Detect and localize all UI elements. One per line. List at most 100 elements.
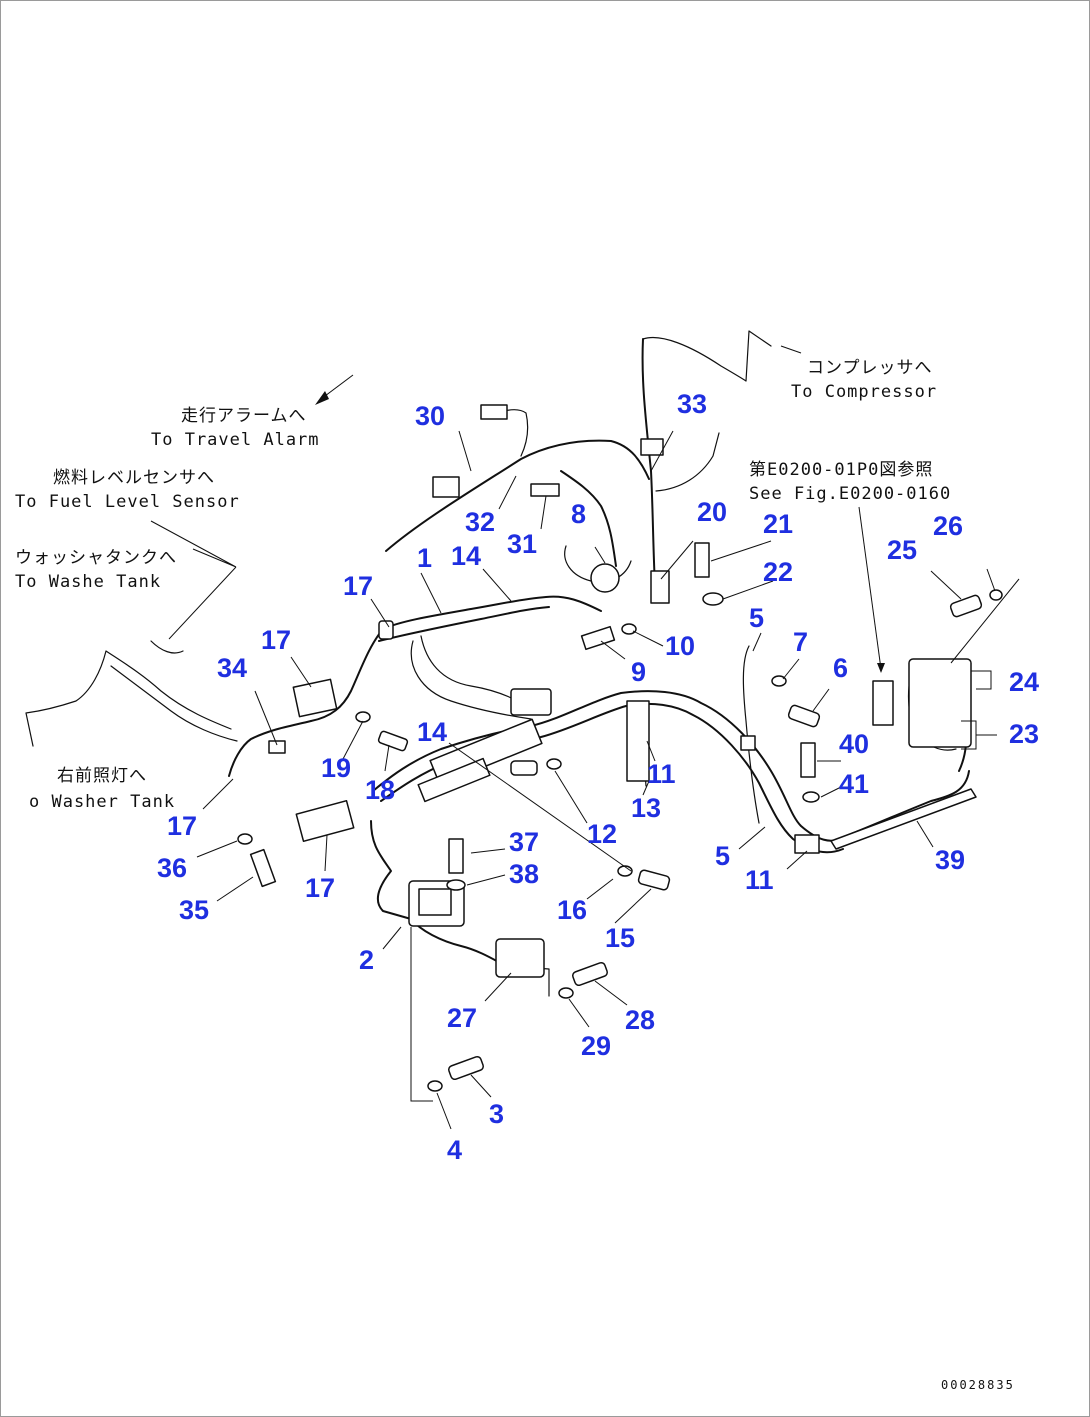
leader-14b — [448, 742, 632, 872]
callout-38: 38 — [509, 859, 539, 889]
washer-38 — [446, 879, 466, 891]
leader-31 — [540, 495, 547, 530]
callout-14b: 14 — [417, 717, 447, 747]
bolt-28 — [572, 961, 608, 987]
note-fuel-level-jp: 燃料レベルセンサへ — [53, 468, 215, 488]
leader-6 — [812, 688, 830, 712]
leader-28 — [594, 980, 628, 1006]
harness-left-long — [25, 650, 232, 747]
bolt-37 — [448, 838, 464, 874]
harness-left-drop — [310, 628, 384, 722]
bolt-15 — [637, 869, 671, 891]
callout-29: 29 — [581, 1031, 611, 1061]
callout-27: 27 — [447, 1003, 477, 1033]
callout-39: 39 — [935, 845, 965, 875]
callout-11b: 11 — [745, 865, 774, 895]
main-harness-upper — [382, 595, 602, 630]
note-compressor-en: To Compressor — [791, 382, 937, 402]
callout-4: 4 — [447, 1135, 462, 1165]
callout-21: 21 — [763, 509, 793, 539]
bolt-12 — [510, 760, 538, 776]
bolt-18 — [377, 730, 409, 752]
clip-40-bracket — [872, 680, 894, 726]
leader-3 — [470, 1074, 492, 1098]
washer-29 — [558, 987, 574, 999]
callout-20: 20 — [697, 497, 727, 527]
leader-4 — [436, 1092, 452, 1130]
callout-37: 37 — [509, 827, 539, 857]
washer-22 — [702, 592, 724, 606]
callout-33: 33 — [677, 389, 707, 419]
leader-33 — [650, 430, 674, 472]
leader-8 — [594, 546, 606, 564]
note-compressor-jp: コンプレッサへ — [807, 358, 933, 378]
note-travel-alarm-en: To Travel Alarm — [151, 430, 320, 450]
leader-16 — [586, 878, 614, 900]
leader-5a — [752, 632, 762, 652]
leader-22 — [722, 580, 774, 600]
harness-to-switch-8 — [560, 470, 617, 567]
leader-21 — [710, 540, 772, 562]
callout-5a: 5 — [749, 603, 764, 633]
leader-32 — [498, 475, 517, 510]
arrow-compressor — [780, 345, 802, 354]
leader-fuel-washer — [150, 520, 237, 640]
bolt-25 — [949, 594, 983, 618]
leader-18 — [384, 744, 390, 772]
callout-16: 16 — [557, 895, 587, 925]
callout-numbers: 1 2 3 4 5 5 6 7 8 9 10 11 11 12 13 14 14… — [157, 389, 1039, 1165]
leader-19 — [342, 720, 364, 760]
leader-2 — [382, 926, 402, 950]
leader-5b — [738, 826, 766, 850]
lower-harness-loop — [370, 820, 507, 967]
leader-1 — [420, 572, 442, 614]
bolt-6 — [787, 704, 821, 728]
junction-box-2-inner — [418, 888, 452, 916]
callout-17a: 17 — [343, 571, 373, 601]
callout-32: 32 — [465, 507, 495, 537]
leader-17d — [324, 834, 328, 872]
leader-ref-fig — [858, 506, 882, 670]
callout-13: 13 — [631, 793, 661, 823]
leader-14a — [482, 568, 512, 602]
callout-19: 19 — [321, 753, 351, 783]
callout-30: 30 — [415, 401, 445, 431]
leader-35 — [216, 876, 254, 902]
harness-to-compressor — [642, 330, 772, 382]
harness-to-33-sensor — [655, 432, 720, 492]
bolt-40 — [800, 742, 816, 778]
leader-39 — [916, 820, 934, 848]
washer-16 — [617, 865, 633, 877]
note-fuel-level-en: To Fuel Level Sensor — [15, 492, 240, 512]
relay-27 — [495, 938, 545, 978]
callout-7: 7 — [793, 627, 808, 657]
callout-26: 26 — [933, 511, 963, 541]
bracket-23-24 — [908, 658, 972, 748]
note-ref-fig-en: See Fig.E0200-0160 — [749, 484, 951, 504]
clip-5 — [740, 735, 756, 751]
leader-41 — [820, 786, 842, 798]
callout-1: 1 — [417, 543, 432, 573]
callout-18: 18 — [365, 775, 395, 805]
callout-22: 22 — [763, 557, 793, 587]
harness-left-branch — [228, 720, 312, 777]
callout-36: 36 — [157, 853, 187, 883]
leader-9 — [600, 640, 626, 660]
callout-17b: 17 — [261, 625, 291, 655]
harness-left-long-2 — [110, 665, 238, 742]
callout-17d: 17 — [305, 873, 335, 903]
callout-41: 41 — [839, 769, 869, 799]
connector-30-top — [480, 404, 508, 420]
bracket-24 — [971, 670, 992, 690]
note-travel-alarm-jp: 走行アラームへ — [181, 406, 307, 426]
callout-28: 28 — [625, 1005, 655, 1035]
callout-15: 15 — [605, 923, 635, 953]
callout-12: 12 — [587, 819, 617, 849]
leader-13 — [642, 780, 650, 796]
clamp-11 — [626, 700, 650, 782]
callout-6: 6 — [833, 653, 848, 683]
bolt-35 — [249, 848, 277, 888]
harness-hanging-loop — [410, 640, 532, 720]
bracket-23 — [961, 720, 997, 750]
